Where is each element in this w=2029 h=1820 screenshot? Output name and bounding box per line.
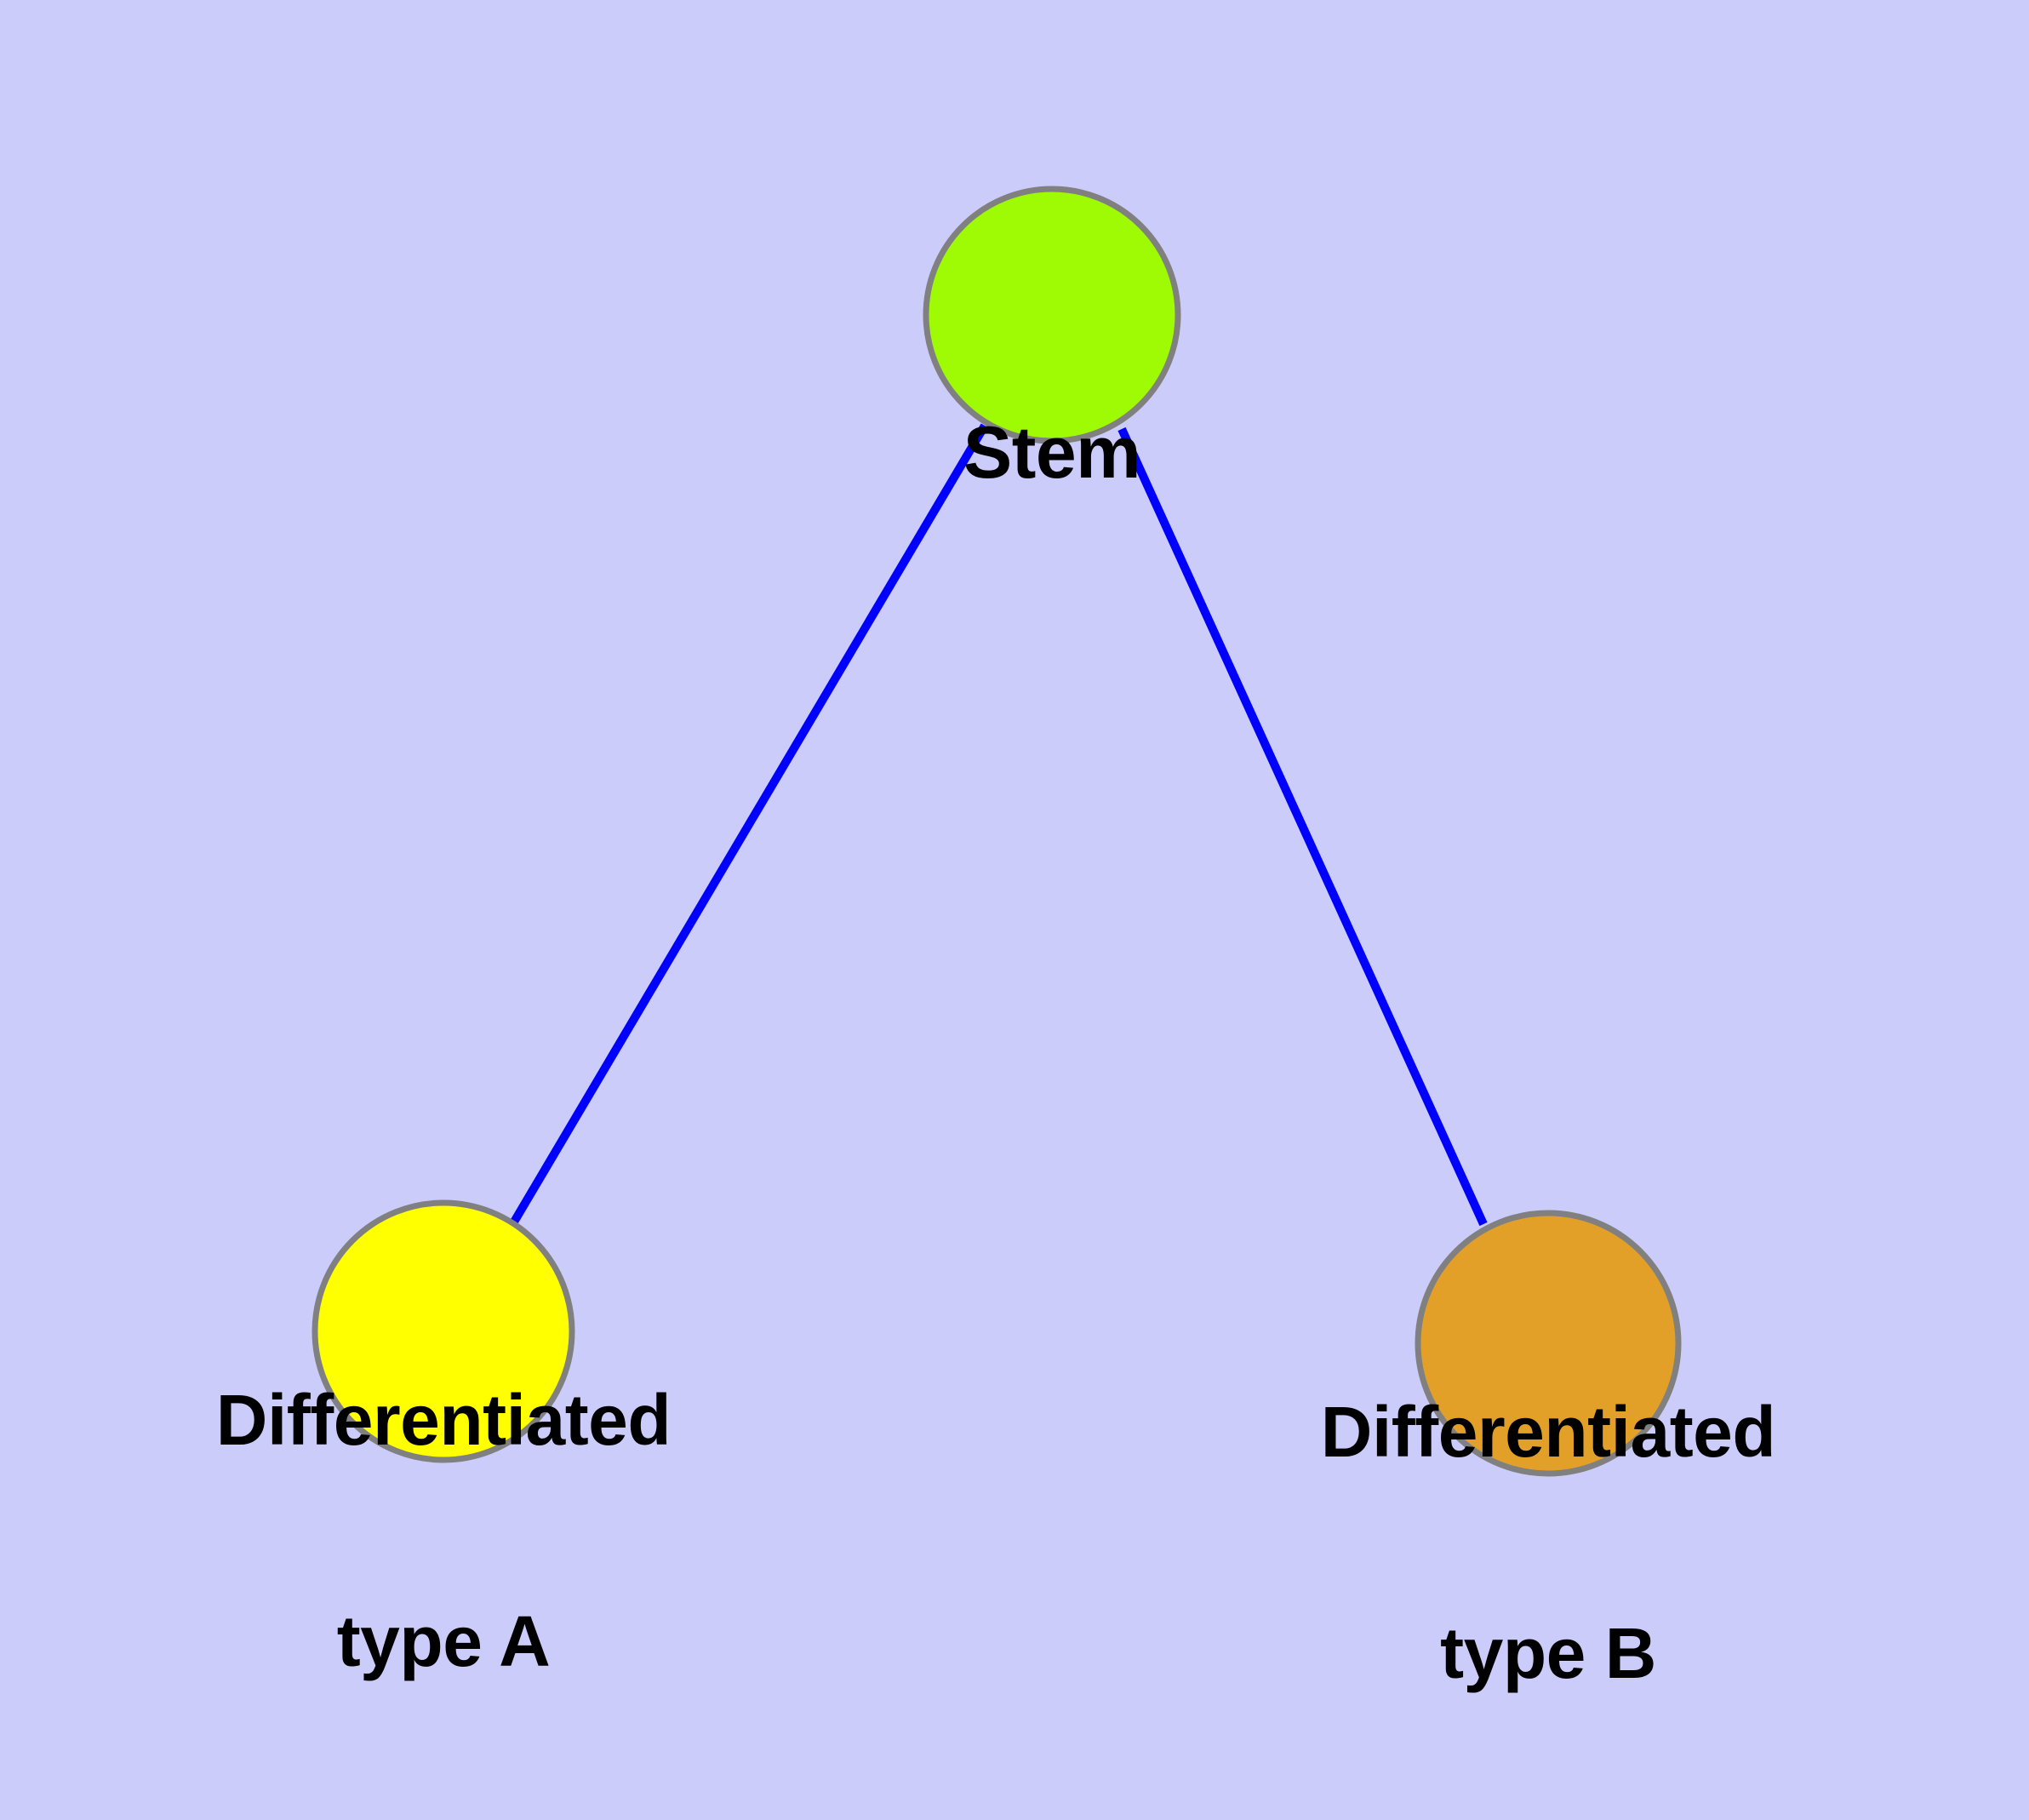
edge-layer [509, 423, 1488, 1227]
node-layer [311, 186, 1682, 1477]
edge-stem-to-diff-a[interactable] [509, 423, 989, 1226]
node-stem[interactable] [923, 186, 1181, 444]
node-differentiated-type-b[interactable] [1415, 1210, 1682, 1477]
edge-stem-to-diff-b[interactable] [1117, 426, 1488, 1227]
node-differentiated-type-a[interactable] [311, 1199, 575, 1463]
